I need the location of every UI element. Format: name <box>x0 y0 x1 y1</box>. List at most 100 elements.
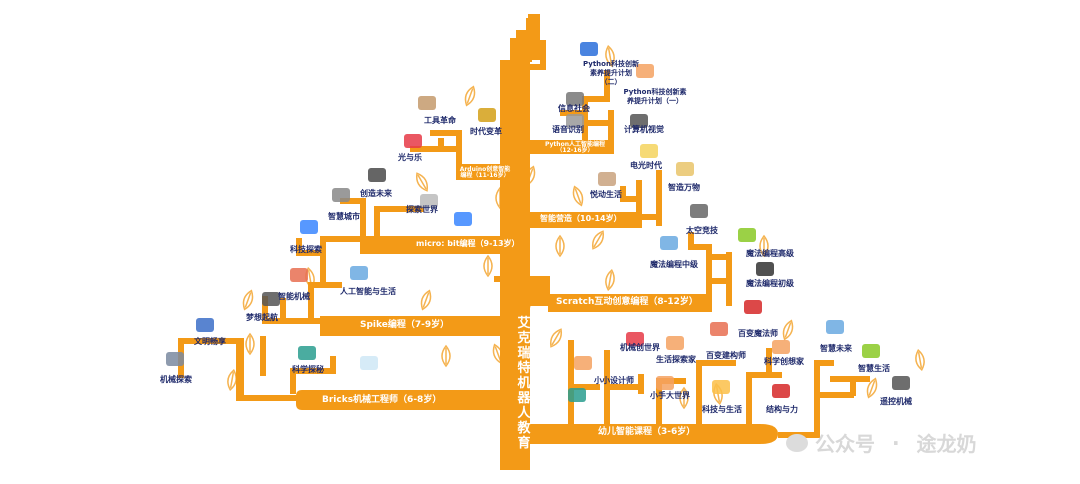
watermark-separator: · <box>891 430 900 455</box>
course-zhihui-shenghuo: 智慧生活 <box>858 364 890 373</box>
leaf-icon <box>420 289 432 311</box>
robot-kit-icon <box>738 228 756 242</box>
branch-label-microbit: micro: bit编程（9-13岁） <box>416 239 520 248</box>
branch-label-spike: Spike编程（7-9岁） <box>360 320 450 330</box>
course-kexue-chuangxiangjia: 科学创想家 <box>764 357 804 366</box>
course-python-2: Python科技创新素养提升计划（二） <box>583 60 639 86</box>
robot-kit-icon <box>826 320 844 334</box>
robot-kit-icon <box>656 376 674 390</box>
leaf-icon <box>549 328 563 348</box>
leaf-icon <box>555 234 565 258</box>
course-xinxi-shehui: 信息社会 <box>558 104 590 113</box>
robot-kit-icon <box>360 356 378 370</box>
course-qidong-shenghuo: 悦动生活 <box>590 190 622 199</box>
leaf-icon <box>866 377 878 399</box>
robot-kit-icon <box>454 212 472 226</box>
leaf-icon <box>915 348 925 372</box>
leaf-icon <box>782 319 794 341</box>
course-kexue-tanmi: 科学探秘 <box>292 365 324 374</box>
robot-kit-icon <box>418 96 436 110</box>
course-chuangzao-weilai: 创造未来 <box>360 189 392 198</box>
course-mengxiang-qihang: 梦想起航 <box>246 313 278 322</box>
course-jixie-chuangshijie: 机械创世界 <box>620 343 660 352</box>
branch-label-scratch: Scratch互动创意编程（8-12岁） <box>556 297 698 307</box>
leaf-icon <box>227 368 237 392</box>
leaf-icon <box>572 185 584 207</box>
leaf-icon <box>605 268 615 292</box>
tree-branches <box>178 14 870 470</box>
robot-kit-icon <box>712 380 730 394</box>
leaf-icon <box>679 386 689 410</box>
leaf-icon <box>441 344 451 368</box>
leaf-icon <box>483 254 493 278</box>
course-jisuanji-shijue: 计算机视觉 <box>624 125 664 134</box>
robot-kit-icon <box>290 268 308 282</box>
robot-kit-icon <box>262 292 280 306</box>
course-yuyin-shibie: 语音识别 <box>552 125 584 134</box>
course-keji-tansuo: 科技探索 <box>290 245 322 254</box>
course-baibian-mofashi: 百变魔法师 <box>738 329 778 338</box>
robot-kit-icon <box>772 384 790 398</box>
course-tansuo-shijie: 探索世界 <box>406 205 438 214</box>
robot-kit-icon <box>690 204 708 218</box>
leaf-icon <box>242 289 254 311</box>
course-guang-yu-le: 光与乐 <box>398 153 422 162</box>
robot-kit-icon <box>892 376 910 390</box>
course-zhihui-chengshi: 智慧城市 <box>328 212 360 221</box>
course-illustrations <box>166 42 910 402</box>
branch-label-smart: 智能营造（10-14岁） <box>540 214 622 223</box>
course-yaokong-jixie: 遥控机械 <box>880 397 912 406</box>
robot-kit-icon <box>196 318 214 332</box>
course-shenghuo-tansuojia: 生活探索家 <box>656 355 696 364</box>
branch-label-kids: 幼儿智能课程（3-6岁） <box>598 427 696 437</box>
robot-kit-icon <box>640 144 658 158</box>
leaf-icon <box>415 172 429 192</box>
course-taikong-jingji: 太空竞技 <box>686 226 718 235</box>
leaf-icon <box>605 44 615 68</box>
branch-label-python: Python人工智能编程（12-16岁） <box>545 141 605 154</box>
course-wenming-fanzhang: 文明畅享 <box>194 337 226 346</box>
leaf-icon <box>591 230 605 250</box>
robot-kit-icon <box>566 92 584 106</box>
robot-kit-icon <box>636 64 654 78</box>
robot-kit-icon <box>862 344 880 358</box>
robot-kit-icon <box>404 134 422 148</box>
robot-kit-icon <box>478 108 496 122</box>
robot-kit-icon <box>332 188 350 202</box>
branch-label-arduino: Arduino创意智能编程（11-16岁） <box>459 166 511 179</box>
leaf-icon <box>245 332 255 356</box>
robot-kit-icon <box>626 332 644 346</box>
course-rengong-zhineng: 人工智能与生活 <box>340 287 396 296</box>
robot-kit-icon <box>298 346 316 360</box>
course-zhihui-weilai: 智慧未来 <box>820 344 852 353</box>
branch-label-bricks: Bricks机械工程师（6-8岁） <box>322 395 442 405</box>
course-keji-yu-shenghuo: 科技与生活 <box>702 405 742 414</box>
course-baibian-jiangoushi: 百变建构师 <box>706 351 746 360</box>
course-jixie-tansuo: 机械探索 <box>160 375 192 384</box>
leaf-icon <box>759 234 769 258</box>
robot-kit-icon <box>566 114 584 128</box>
course-mofa-zhongji: 魔法编程中级 <box>650 260 698 269</box>
course-shidai-biange: 时代变革 <box>470 127 502 136</box>
course-mofa-gaoji: 魔法编程高级 <box>746 249 794 258</box>
robot-kit-icon <box>598 172 616 186</box>
robot-kit-icon <box>368 168 386 182</box>
watermark: 公众号 · 途龙奶 <box>786 428 977 457</box>
robot-kit-icon <box>420 194 438 208</box>
robot-kit-icon <box>676 162 694 176</box>
robot-kit-icon <box>630 114 648 128</box>
robot-kit-icon <box>744 300 762 314</box>
robot-kit-icon <box>580 42 598 56</box>
course-jiegou-yu-li: 结构与力 <box>766 405 798 414</box>
course-mofa-chuji: 魔法编程初级 <box>746 279 794 288</box>
robot-kit-icon <box>568 388 586 402</box>
leaf-icon <box>464 85 476 107</box>
watermark-author: 途龙奶 <box>916 432 977 456</box>
robot-kit-icon <box>300 220 318 234</box>
course-gongju-geming: 工具革命 <box>424 116 456 125</box>
course-dianguang-shidai: 电光时代 <box>630 161 662 170</box>
robot-kit-icon <box>756 262 774 276</box>
robot-kit-icon <box>710 322 728 336</box>
course-xiaoshou-dashijie: 小手大世界 <box>650 391 690 400</box>
